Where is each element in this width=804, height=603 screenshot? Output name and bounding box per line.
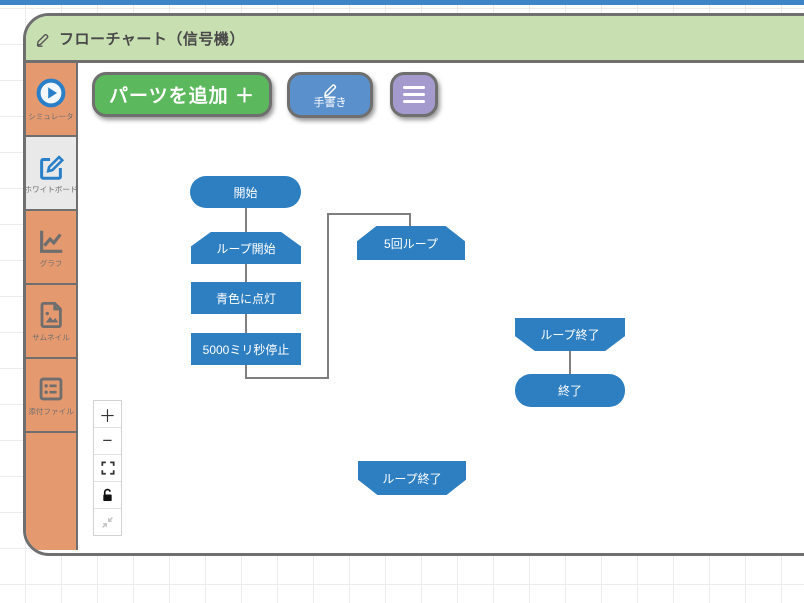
handwriting-label: 手書き [313,97,347,109]
zoom-out-button[interactable]: − [94,428,121,455]
menu-button[interactable] [390,72,438,117]
add-parts-label: パーツを追加 ＋ [109,86,255,107]
connector [569,350,571,375]
sidebar-item-label: 添付ファイル [28,406,74,416]
flow-node-loop-5-times[interactable]: 5回ループ [357,226,465,260]
connector [409,213,411,229]
sidebar-item-whiteboard[interactable]: ホワイトボード [24,137,78,211]
window-top-accent-bar [0,0,804,5]
connector [327,213,411,215]
flow-node-blue-light[interactable]: 青色に点灯 [191,282,301,314]
page-title: フローチャート（信号機） [59,30,245,48]
whiteboard-canvas[interactable]: パーツを追加 ＋ 手書き [78,63,804,550]
flow-node-end[interactable]: 終了 [515,374,625,407]
unlock-icon [101,488,114,502]
panel-header: フローチャート（信号機） [26,16,804,63]
connector [245,206,247,233]
connector [245,364,247,378]
hamburger-menu-icon [403,86,425,103]
flow-node-wait-5000ms[interactable]: 5000ミリ秒停止 [191,333,301,365]
sidebar-item-attachments[interactable]: 添付ファイル [26,359,76,433]
fit-screen-button[interactable] [94,455,121,482]
sidebar-item-label: グラフ [39,258,63,268]
list-icon [36,374,66,404]
fit-screen-icon [100,461,115,475]
edit-square-icon [36,152,66,182]
flow-node-loop-start[interactable]: ループ開始 [191,232,301,264]
play-circle-icon [35,77,67,109]
sidebar-item-label: サムネイル [32,332,70,342]
flowchart-app-panel: フローチャート（信号機） シミュレータ [23,13,804,556]
handwriting-button[interactable]: 手書き [287,72,373,118]
sidebar-item-simulator[interactable]: シミュレータ [26,63,76,137]
flow-node-loop-end-floating[interactable]: ループ終了 [358,461,466,495]
connector [245,377,329,379]
sidebar: シミュレータ ホワイトボード グラフ [26,63,78,550]
sidebar-item-label: シミュレータ [28,111,74,121]
connector [327,213,329,379]
sidebar-item-graph[interactable]: グラフ [26,211,76,285]
pencil-icon [320,81,340,99]
sidebar-item-label: ホワイトボード [24,184,78,194]
edit-title-pencil-icon[interactable] [35,30,52,47]
add-parts-button[interactable]: パーツを追加 ＋ [92,72,272,117]
sidebar-item-thumbnail[interactable]: サムネイル [26,285,76,359]
lock-button[interactable] [94,482,121,509]
collapse-icon [101,516,114,529]
zoom-toolbar: ＋ − [93,400,122,536]
line-chart-icon [36,226,66,256]
connector [245,263,247,283]
connector [245,313,247,334]
zoom-in-button[interactable]: ＋ [94,401,121,428]
image-file-icon [36,300,66,330]
flow-node-loop-end[interactable]: ループ終了 [515,318,625,351]
collapse-button[interactable] [94,509,121,535]
flow-node-start[interactable]: 開始 [190,176,301,208]
